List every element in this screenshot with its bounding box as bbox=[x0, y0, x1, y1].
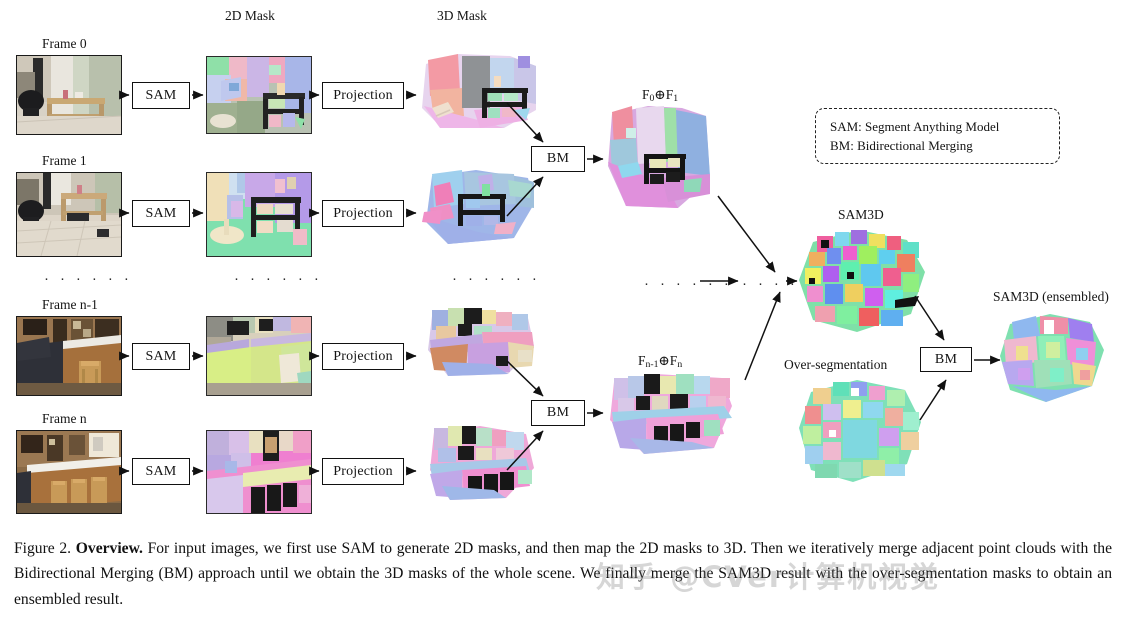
mask-3d-pointcloud-0 bbox=[418, 50, 542, 142]
sam-box-1[interactable]: SAM bbox=[132, 200, 190, 227]
merged-bottom-f-b: F bbox=[669, 353, 678, 368]
ellipsis-masks-2d: · · · · · · bbox=[234, 270, 323, 287]
merged-pointcloud-top bbox=[606, 102, 714, 218]
bm-box-final-label: BM bbox=[934, 351, 958, 367]
merged-bottom-operator: ⊕ bbox=[658, 353, 670, 368]
frame-label-1: Frame 1 bbox=[42, 153, 87, 168]
ellipsis-frames: · · · · · · bbox=[44, 270, 133, 287]
merged-top-f-a: F bbox=[642, 87, 650, 102]
merged-label-top: F0⊕F1 bbox=[642, 88, 678, 104]
frame-label-2: Frame n-1 bbox=[42, 297, 98, 312]
frame-label-0: Frame 0 bbox=[42, 36, 87, 51]
label-sam3d-ensembled: SAM3D (ensembled) bbox=[993, 289, 1109, 304]
legend-line-sam: SAM: Segment Anything Model bbox=[830, 119, 1000, 134]
projection-box-label-0: Projection bbox=[333, 87, 393, 103]
projection-box-label-2: Projection bbox=[333, 348, 393, 364]
mask-3d-pointcloud-3 bbox=[422, 424, 538, 512]
sam-box-label-3: SAM bbox=[145, 463, 177, 479]
sam-box-3[interactable]: SAM bbox=[132, 458, 190, 485]
sam-box-label-1: SAM bbox=[145, 205, 177, 221]
label-sam3d: SAM3D bbox=[838, 207, 884, 222]
sam-box-label-0: SAM bbox=[145, 87, 177, 103]
legend-line-bm: BM: Bidirectional Merging bbox=[830, 137, 973, 153]
merged-bottom-f-a: F bbox=[638, 353, 646, 368]
projection-box-0[interactable]: Projection bbox=[322, 82, 404, 109]
label-over-segmentation: Over-segmentation bbox=[784, 357, 888, 372]
projection-box-label-1: Projection bbox=[333, 205, 393, 221]
mask-2d-image-1 bbox=[206, 172, 312, 257]
input-frame-image-2 bbox=[16, 316, 122, 396]
mask-3d-pointcloud-1 bbox=[418, 164, 542, 256]
frame-label-3: Frame n bbox=[42, 411, 87, 426]
watermark: 知乎 @CVer计算机视觉 bbox=[596, 560, 941, 594]
projection-box-label-3: Projection bbox=[333, 463, 393, 479]
projection-box-1[interactable]: Projection bbox=[322, 200, 404, 227]
input-frame-image-1 bbox=[16, 172, 122, 257]
sam-box-0[interactable]: SAM bbox=[132, 82, 190, 109]
merged-top-sub-a: 0 bbox=[649, 93, 655, 105]
sam-box-2[interactable]: SAM bbox=[132, 343, 190, 370]
caption-figure-number: Figure 2. bbox=[14, 540, 72, 557]
column-header-2d-mask: 2D Mask bbox=[225, 8, 275, 23]
bm-box-bottom-label: BM bbox=[546, 405, 570, 420]
merged-bottom-sub-b: n bbox=[677, 359, 683, 371]
mask-2d-image-0 bbox=[206, 56, 312, 134]
caption-bold-title: Overview. bbox=[75, 540, 143, 557]
column-header-3d-mask: 3D Mask bbox=[437, 8, 487, 23]
projection-box-3[interactable]: Projection bbox=[322, 458, 404, 485]
merged-label-bottom: Fn-1⊕Fn bbox=[638, 354, 682, 370]
merged-top-operator: ⊕ bbox=[654, 87, 666, 102]
merged-top-f-b: F bbox=[665, 87, 674, 102]
over-segmentation-pointcloud bbox=[795, 378, 925, 488]
mask-3d-pointcloud-2 bbox=[422, 306, 538, 392]
input-frame-image-0 bbox=[16, 55, 122, 135]
sam-box-label-2: SAM bbox=[145, 348, 177, 364]
input-frame-image-3 bbox=[16, 430, 122, 514]
merged-bottom-sub-a: n-1 bbox=[645, 359, 659, 371]
sam3d-pointcloud bbox=[795, 228, 929, 338]
projection-box-2[interactable]: Projection bbox=[322, 343, 404, 370]
bm-box-bottom[interactable]: BM bbox=[531, 400, 585, 426]
ellipsis-middle-left: · · · · · · bbox=[644, 275, 733, 292]
mask-2d-image-3 bbox=[206, 430, 312, 514]
bm-box-top[interactable]: BM bbox=[531, 146, 585, 172]
mask-2d-image-2 bbox=[206, 316, 312, 396]
sam3d-ensembled-pointcloud bbox=[996, 312, 1108, 406]
merged-pointcloud-bottom bbox=[606, 368, 736, 466]
caption-body: For input images, we first use SAM to ge… bbox=[14, 540, 1113, 608]
bm-box-final[interactable]: BM bbox=[920, 347, 972, 372]
legend-box: SAM: Segment Anything Model BM: Bidirect… bbox=[815, 108, 1060, 164]
figure-caption: Figure 2. Overview. For input images, we… bbox=[14, 536, 1112, 612]
merged-top-sub-b: 1 bbox=[673, 93, 679, 105]
ellipsis-masks-3d: · · · · · · bbox=[452, 270, 541, 287]
bm-box-top-label: BM bbox=[546, 151, 570, 166]
